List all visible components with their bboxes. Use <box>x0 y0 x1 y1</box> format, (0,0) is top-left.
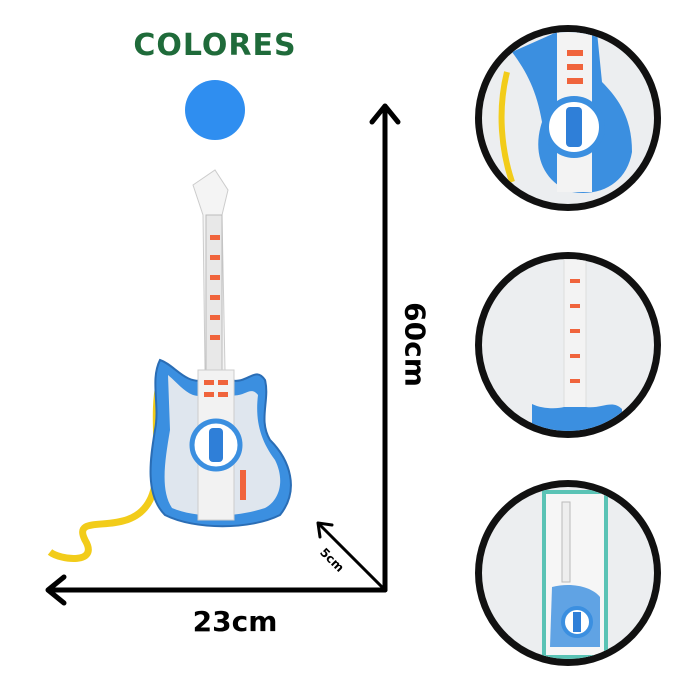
colors-title: COLORES <box>133 28 297 63</box>
guitar-body-image <box>498 32 632 193</box>
color-swatch-blue[interactable] <box>185 80 245 140</box>
packaged-guitar-image <box>542 490 608 659</box>
guitar-neck-image <box>532 259 622 431</box>
height-label: 60cm <box>398 302 432 387</box>
depth-arrow <box>318 523 387 592</box>
thumbnail-body-closeup[interactable] <box>475 25 661 211</box>
thumbnail-neck-closeup[interactable] <box>475 252 661 438</box>
thumbnail-package[interactable] <box>475 480 661 666</box>
guitar-product-image <box>149 169 292 528</box>
guitar-strap <box>47 379 164 562</box>
width-label: 23cm <box>192 605 278 638</box>
